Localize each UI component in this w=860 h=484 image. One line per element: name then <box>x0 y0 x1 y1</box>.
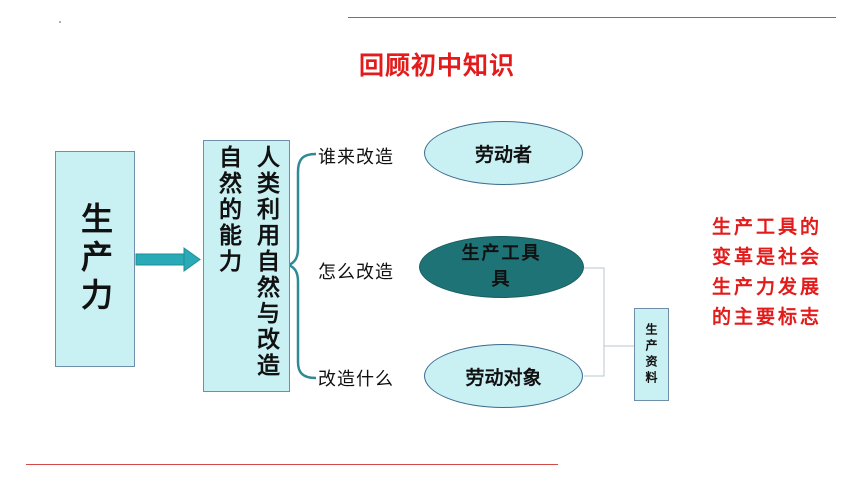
productivity-label: 生产力 <box>76 202 114 316</box>
tools-ellipse: 生产工具 具 <box>419 236 584 298</box>
question-what: 改造什么 <box>318 369 394 390</box>
top-rule <box>348 17 836 18</box>
arrow-shaft <box>135 253 185 266</box>
object-label: 劳动对象 <box>465 366 542 389</box>
means-of-production-box: 生产资料 <box>634 308 669 401</box>
bottom-rule <box>26 464 558 465</box>
curly-brace <box>286 152 317 380</box>
page-title: 回顾初中知识 <box>358 51 515 80</box>
laborer-label: 劳动者 <box>474 143 532 166</box>
means-bracket <box>584 267 605 377</box>
corner-dot <box>59 21 61 23</box>
means-of-production-label: 生产资料 <box>644 322 658 387</box>
object-ellipse: 劳动对象 <box>424 344 583 408</box>
tools-label-line1: 生产工具 <box>461 243 542 264</box>
arrow-head <box>183 247 201 272</box>
productivity-box: 生产力 <box>55 151 135 367</box>
ability-box: 人类利用自然与改造自然的能力 <box>203 140 290 392</box>
laborer-ellipse: 劳动者 <box>424 121 583 185</box>
question-who: 谁来改造 <box>318 147 394 168</box>
ability-label: 人类利用自然与改造自然的能力 <box>214 145 279 379</box>
tools-label-line2: 具 <box>491 269 512 290</box>
question-how: 怎么改造 <box>318 262 394 283</box>
side-note: 生产工具的变革是社会生产力发展的主要标志 <box>712 216 823 328</box>
